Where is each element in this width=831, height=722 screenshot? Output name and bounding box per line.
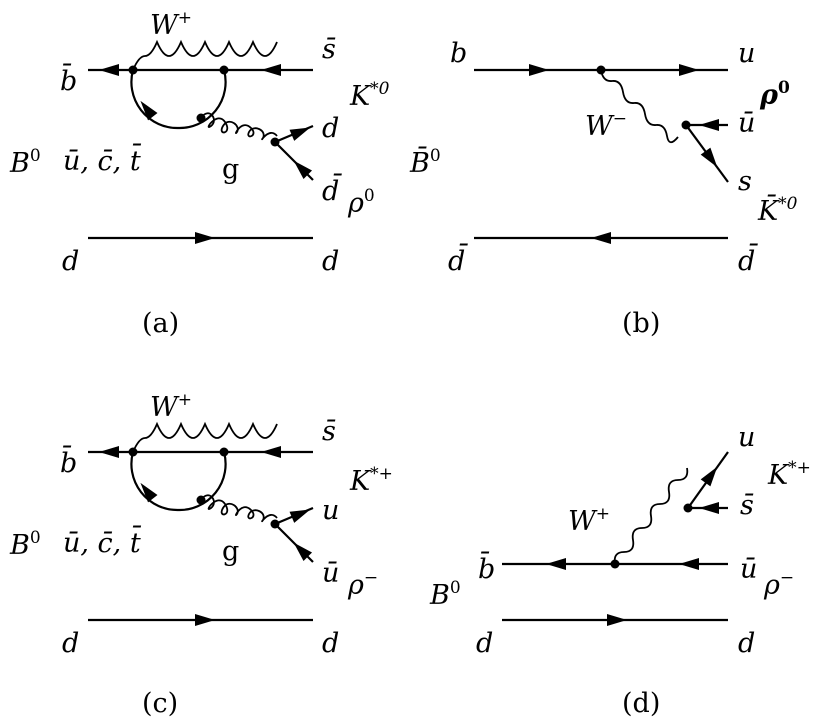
d-w-boson bbox=[613, 467, 689, 565]
b-label-spect-left: d̄ bbox=[448, 242, 469, 277]
diagram-a: b̄ s̄ W+ ū, c̄, t̄ g B0 d d̄ K*0 ρ0 d d … bbox=[9, 8, 390, 339]
diagram-c: b̄ s̄ W+ ū, c̄, t̄ g B0 u ū K*+ ρ− d d (… bbox=[9, 390, 393, 719]
a-arrow-d bbox=[289, 121, 313, 141]
a-label-meson-out2: ρ0 bbox=[347, 186, 375, 219]
d-label-boson: W+ bbox=[568, 504, 610, 537]
d-label-out-top: u bbox=[738, 422, 755, 453]
d-label-out-right: ū bbox=[740, 554, 757, 585]
c-label-spect-left: d bbox=[62, 628, 79, 659]
b-label-spect-right: d̄ bbox=[738, 242, 759, 277]
b-label-meson-in: B̄0 bbox=[409, 145, 441, 179]
a-label-out1: d bbox=[322, 113, 339, 144]
a-w-boson bbox=[132, 39, 278, 71]
c-vertex-2 bbox=[219, 447, 229, 457]
a-label-boson: W+ bbox=[150, 8, 192, 41]
c-arrow-spect bbox=[195, 614, 215, 626]
c-label-loop: ū, c̄, t̄ bbox=[63, 524, 142, 559]
a-label-spect-left: d bbox=[62, 246, 79, 277]
b-arrow-b bbox=[529, 64, 549, 76]
b-label-top-left: b bbox=[450, 38, 467, 69]
a-gluon bbox=[200, 112, 278, 141]
c-label-boson: W+ bbox=[150, 390, 192, 423]
c-label-top-right: s̄ bbox=[322, 416, 336, 447]
c-gluon bbox=[200, 494, 278, 523]
d-arrow-bbar bbox=[546, 558, 566, 570]
a-vertex-2 bbox=[219, 65, 229, 75]
a-vertex-1 bbox=[128, 65, 138, 75]
a-arrow-b bbox=[99, 64, 119, 76]
d-label-out-mid: s̄ bbox=[740, 490, 754, 521]
b-label-boson: W− bbox=[585, 109, 627, 142]
c-label-meson-out2: ρ− bbox=[347, 568, 378, 601]
d-arrow-spect bbox=[607, 614, 627, 626]
d-arrow-u bbox=[700, 463, 723, 487]
a-label-top-left: b̄ bbox=[60, 62, 77, 97]
b-label-meson-out1: ρ0 bbox=[759, 78, 790, 111]
c-arrow-b bbox=[99, 446, 119, 458]
c-label-top-left: b̄ bbox=[60, 444, 77, 479]
c-label-gluon: g bbox=[222, 536, 239, 567]
c-label-spect-right: d bbox=[322, 628, 339, 659]
c-label-out1: u bbox=[322, 495, 339, 526]
c-label-meson-in: B0 bbox=[9, 528, 41, 561]
c-caption: (c) bbox=[142, 688, 178, 719]
a-label-top-right: s̄ bbox=[322, 34, 336, 65]
a-label-out2: d̄ bbox=[322, 172, 343, 207]
c-vertex-1 bbox=[128, 447, 138, 457]
a-label-meson-out1: K*0 bbox=[349, 79, 390, 112]
diagram-b: b u W− ū s ρ0 K̄*0 B̄0 d̄ d̄ (b) bbox=[409, 38, 798, 339]
d-label-meson-in: B0 bbox=[429, 578, 461, 611]
a-quark-loop bbox=[130, 69, 227, 130]
c-label-out2: ū bbox=[322, 558, 339, 589]
b-label-out1: ū bbox=[738, 108, 755, 139]
c-label-meson-out1: K*+ bbox=[349, 464, 393, 497]
b-caption: (b) bbox=[622, 308, 660, 339]
a-caption: (a) bbox=[142, 308, 179, 339]
b-label-meson-out2: K̄*0 bbox=[757, 193, 798, 227]
diagram-d: u s̄ ū K*+ ρ− W+ b̄ B0 d d (d) bbox=[429, 422, 811, 719]
c-arrow-u bbox=[289, 503, 313, 523]
b-label-top-right: u bbox=[738, 38, 755, 69]
a-arrow-spect bbox=[195, 232, 215, 244]
a-arrow-s bbox=[261, 64, 281, 76]
d-arrow-sbar bbox=[699, 502, 719, 514]
d-label-meson-out1: K*+ bbox=[767, 458, 811, 491]
b-w-boson bbox=[600, 69, 679, 144]
d-label-spect-left: d bbox=[476, 628, 493, 659]
c-quark-loop bbox=[130, 451, 227, 512]
d-arrow-ubar bbox=[679, 558, 699, 570]
b-arrow-u bbox=[679, 64, 699, 76]
d-caption: (d) bbox=[622, 688, 660, 719]
d-label-spect-right: d bbox=[738, 628, 755, 659]
c-w-boson bbox=[132, 421, 278, 453]
a-label-gluon: g bbox=[222, 154, 239, 185]
a-label-meson-in: B0 bbox=[9, 146, 41, 179]
c-arrow-s bbox=[261, 446, 281, 458]
b-label-out2: s bbox=[738, 166, 752, 197]
d-label-left-quark: b̄ bbox=[478, 550, 495, 585]
b-arrow-spect bbox=[591, 232, 611, 244]
a-label-loop: ū, c̄, t̄ bbox=[63, 142, 142, 177]
a-label-spect-right: d bbox=[322, 246, 339, 277]
d-label-meson-out2: ρ− bbox=[763, 568, 794, 601]
b-arrow-ubar bbox=[699, 119, 719, 131]
